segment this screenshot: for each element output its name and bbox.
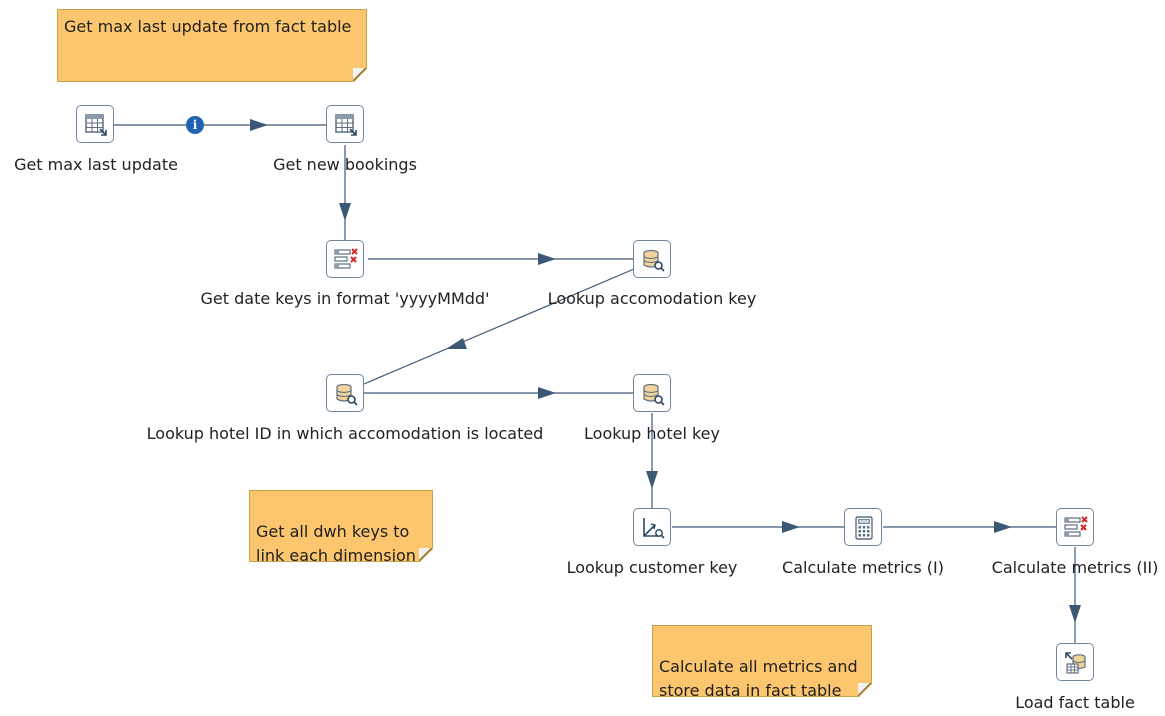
note-text: Calculate all metrics and store data in … bbox=[659, 657, 858, 700]
info-icon[interactable]: i bbox=[186, 116, 204, 134]
note-text: Get all dwh keys to link each dimension bbox=[256, 522, 416, 565]
step-label: Lookup customer key bbox=[566, 558, 738, 577]
note-max-update[interactable]: Get max last update from fact table bbox=[57, 9, 367, 82]
hop-arrowhead bbox=[538, 253, 556, 265]
note-fold-line bbox=[353, 68, 366, 81]
hop-arrowhead bbox=[646, 471, 658, 489]
table-input-icon bbox=[335, 114, 357, 136]
step-label: Lookup hotel key bbox=[584, 424, 720, 443]
table-output-icon bbox=[1065, 652, 1086, 674]
note-metrics[interactable]: Calculate all metrics and store data in … bbox=[652, 625, 872, 697]
step-label: Calculate metrics (I) bbox=[782, 558, 944, 577]
hop-arrowhead bbox=[782, 521, 800, 533]
calculator-icon bbox=[855, 516, 873, 540]
select-values-icon bbox=[1064, 516, 1088, 537]
hop-arrowhead bbox=[994, 521, 1012, 533]
step-get-max-last-update[interactable] bbox=[76, 105, 114, 143]
step-calculate-metrics-1[interactable] bbox=[844, 508, 882, 546]
hop-accomodation-key-to-hotel-id bbox=[363, 268, 635, 385]
step-label: Get new bookings bbox=[273, 155, 417, 174]
step-label: Lookup accomodation key bbox=[547, 289, 757, 308]
step-get-date-keys[interactable] bbox=[326, 240, 364, 278]
hop-arrowhead bbox=[1069, 605, 1081, 623]
step-label: Calculate metrics (II) bbox=[991, 558, 1159, 577]
step-label: Load fact table bbox=[1015, 693, 1135, 712]
note-fold-line bbox=[419, 548, 432, 561]
step-label: Get max last update bbox=[14, 155, 178, 174]
step-calculate-metrics-2[interactable] bbox=[1056, 508, 1094, 546]
database-lookup-icon bbox=[643, 249, 665, 272]
database-lookup-icon bbox=[643, 383, 665, 406]
step-lookup-accomodation-key[interactable] bbox=[633, 240, 671, 278]
note-fold-line bbox=[858, 683, 871, 696]
step-lookup-customer-key[interactable] bbox=[633, 508, 671, 546]
hop-arrowhead bbox=[446, 338, 467, 349]
step-lookup-hotel-id[interactable] bbox=[326, 374, 364, 412]
database-lookup-icon bbox=[336, 383, 358, 406]
step-get-new-bookings[interactable] bbox=[326, 105, 364, 143]
hop-arrowhead bbox=[538, 387, 556, 399]
table-input-icon bbox=[85, 114, 107, 136]
step-label: Get date keys in format 'yyyyMMdd' bbox=[200, 289, 490, 308]
hop-arrowhead bbox=[250, 119, 268, 131]
select-values-icon bbox=[334, 248, 358, 269]
step-load-fact-table[interactable] bbox=[1056, 643, 1094, 681]
note-dwh-keys[interactable]: Get all dwh keys to link each dimension bbox=[249, 490, 433, 562]
step-lookup-hotel-key[interactable] bbox=[633, 374, 671, 412]
dimension-lookup-icon bbox=[643, 518, 665, 539]
hop-arrowhead bbox=[339, 203, 351, 221]
note-text: Get max last update from fact table bbox=[64, 17, 352, 36]
step-label: Lookup hotel ID in which accomodation is… bbox=[146, 424, 544, 443]
